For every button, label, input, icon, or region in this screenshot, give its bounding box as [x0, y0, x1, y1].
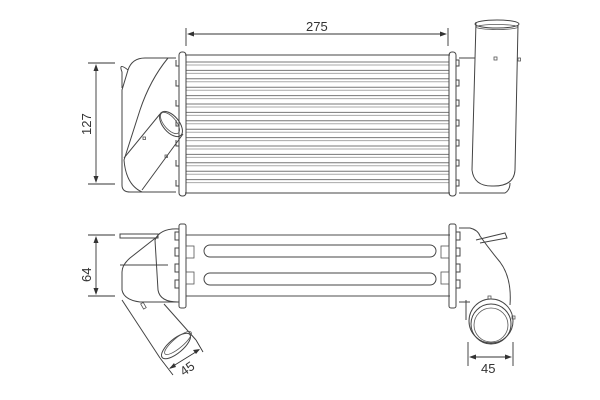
left-end-tank: [120, 57, 184, 193]
height-dimension-label: 127: [79, 113, 94, 135]
width-dimension-label: 275: [306, 19, 328, 34]
outlet-diameter-label: 45: [481, 361, 496, 376]
left-header-plate: [175, 51, 187, 197]
right-header-top: [440, 223, 461, 309]
left-header-top: [174, 223, 195, 309]
dimension-outlet-diameter: [467, 342, 514, 366]
right-tank-top: [459, 227, 516, 345]
dimension-depth: [88, 234, 115, 297]
depth-dimension-label: 64: [79, 267, 94, 282]
right-end-tank: [459, 19, 521, 194]
front-view: [88, 19, 521, 197]
left-tank-top: [119, 228, 197, 360]
dimension-width: [185, 28, 449, 46]
core-tubes: [186, 61, 449, 184]
right-header-plate: [448, 51, 460, 197]
dimension-inlet-diameter: [159, 339, 204, 376]
dimension-height: [88, 62, 115, 185]
top-view: [88, 223, 516, 376]
